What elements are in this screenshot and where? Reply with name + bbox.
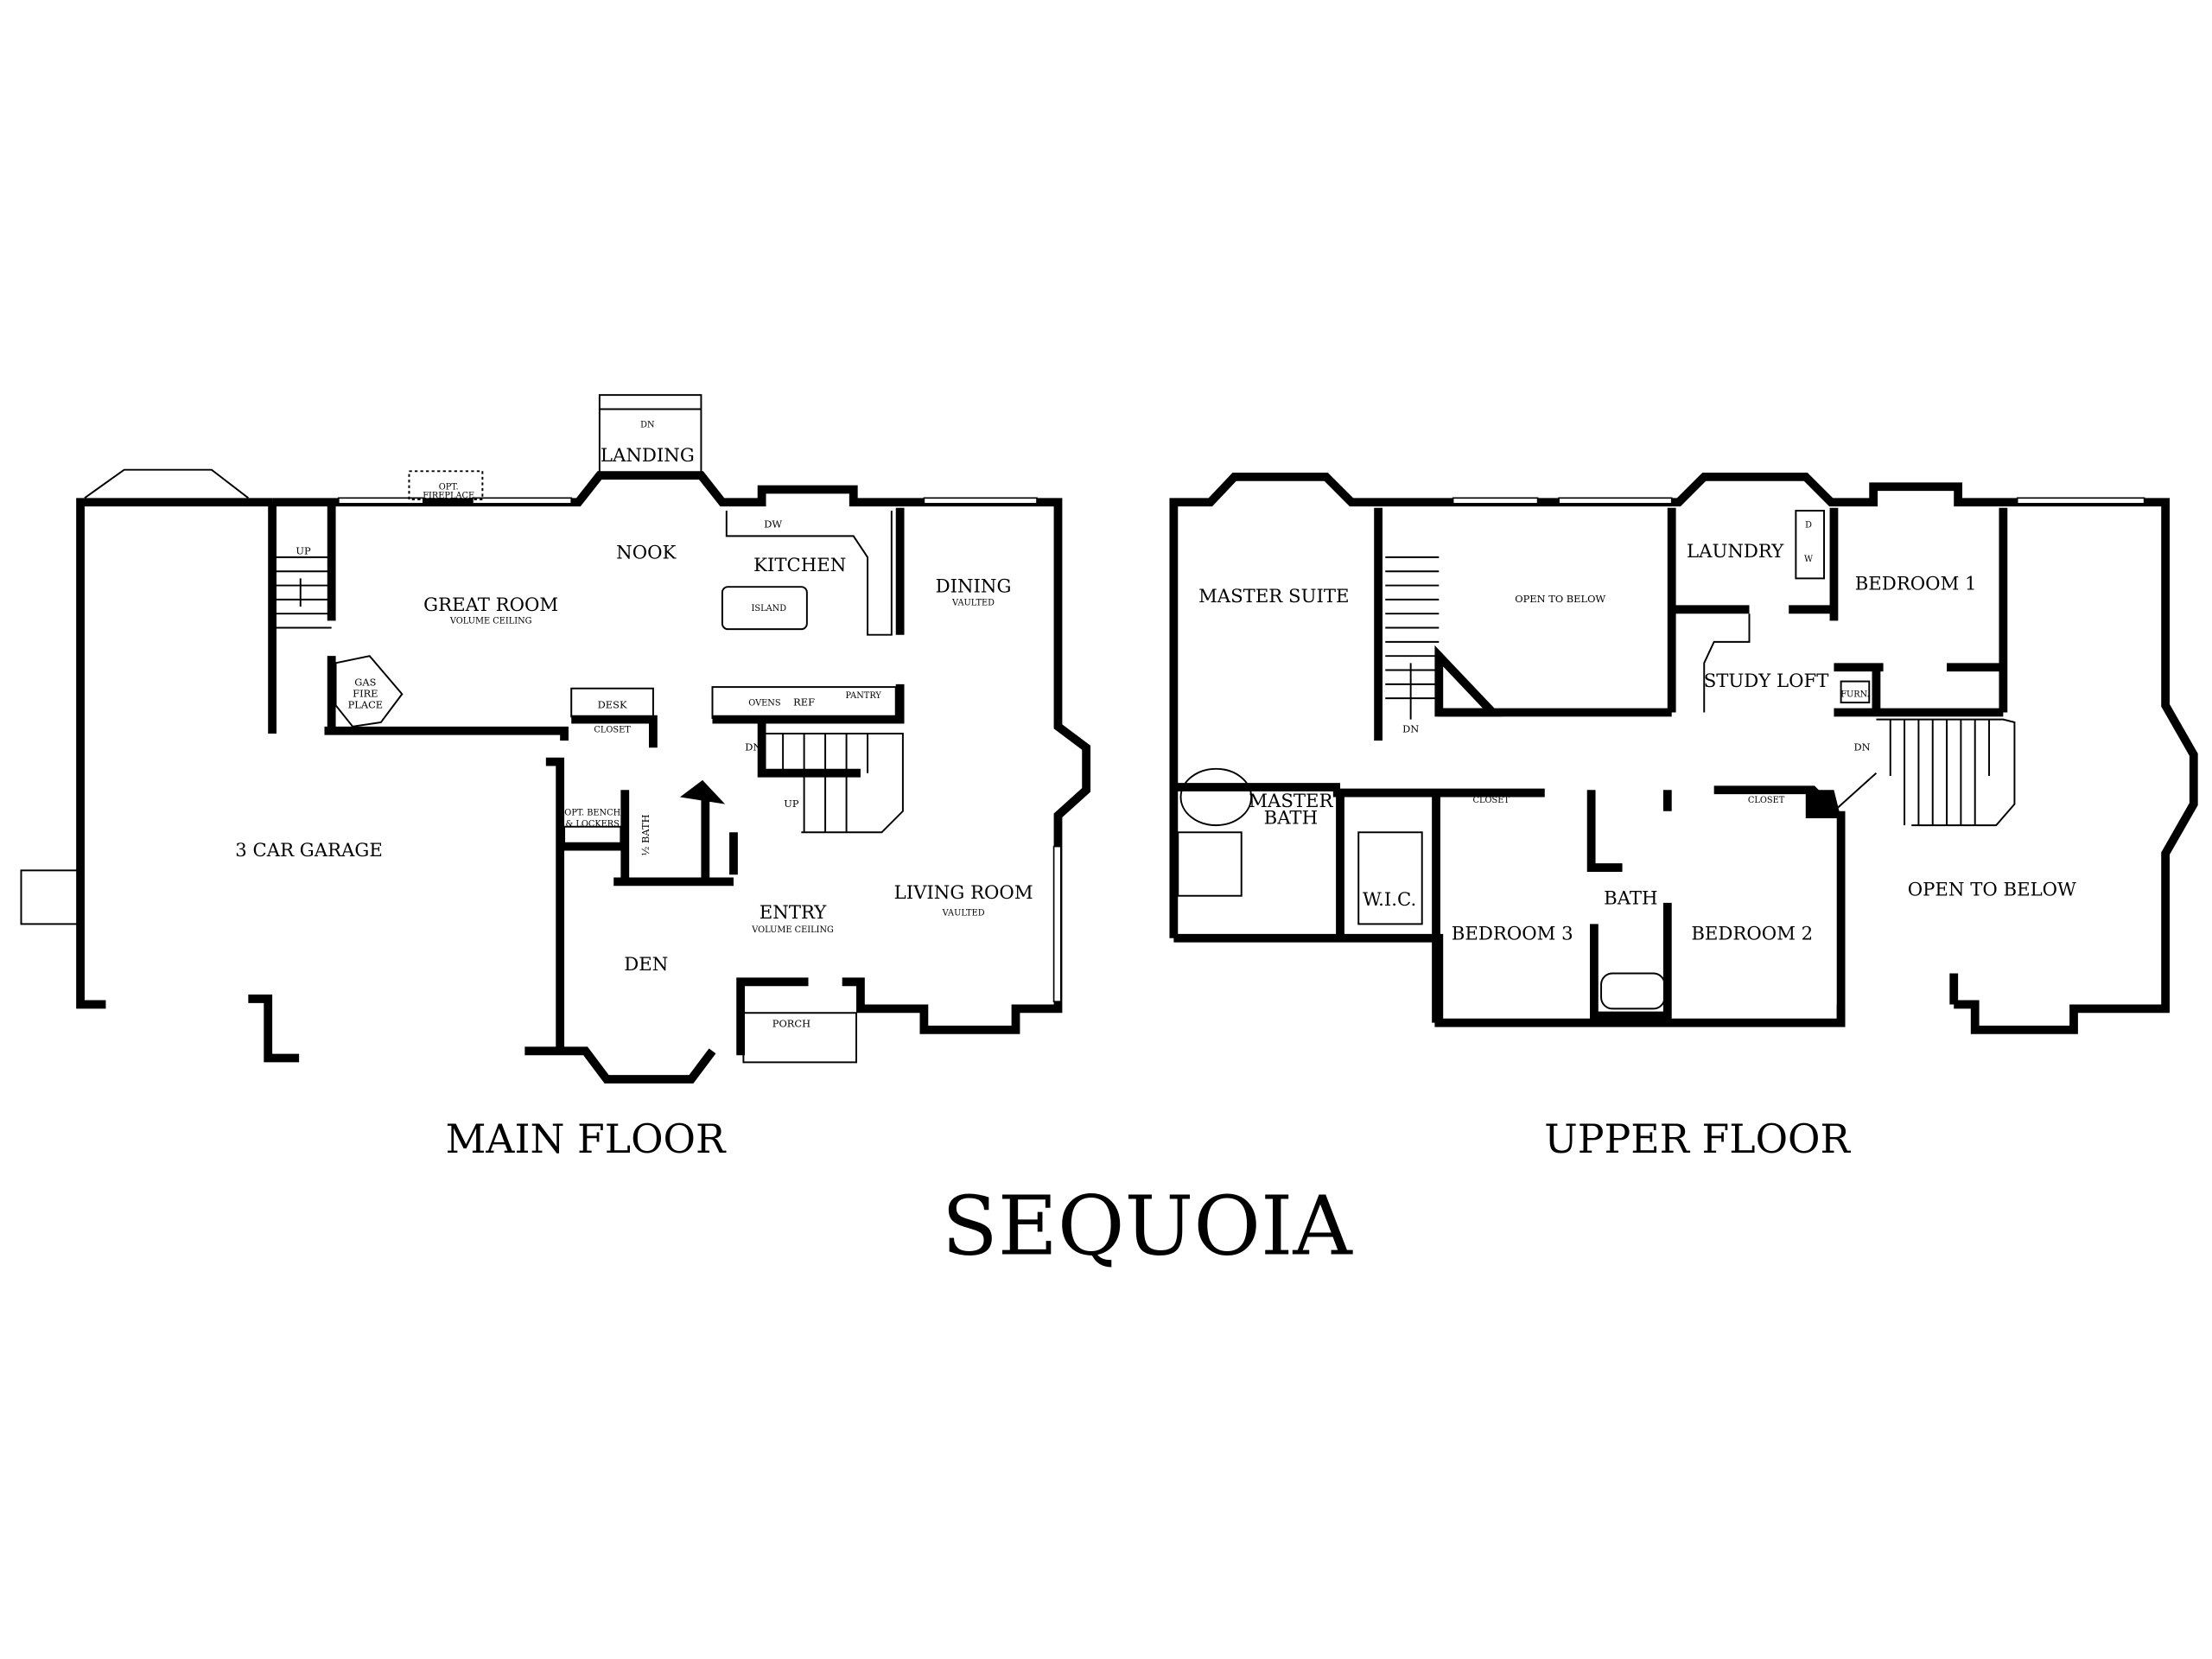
window-top [338,497,424,505]
bench-label: OPT. BENCH [564,809,620,818]
closet-label: CLOSET [594,725,631,734]
half-bath-label: ½ BATH [639,814,652,855]
upper-floor-plan [1169,472,2198,1034]
ovens-label: OVENS [748,698,780,708]
room-label-porch: PORCH [772,1018,810,1030]
room-label-great-room: GREAT ROOM [423,594,558,616]
ref-label: REF [793,696,815,708]
upper-floor-caption: UPPER FLOOR [1544,1116,1851,1162]
room-label-bath: BATH [1604,888,1657,910]
room-note-dining: VAULTED [951,598,995,607]
desk-label: DESK [598,699,627,711]
room-note-entry: VOLUME CEILING [751,925,834,935]
hall-tub [1600,972,1666,1010]
porch-box [742,1012,858,1064]
room-label-dining: DINING [936,576,1012,598]
room-label-landing: LANDING [601,445,695,467]
stair-dn-label: DN [745,741,761,753]
plan-title: SEQUOIA [942,1179,1353,1274]
upper-floor-labels: MASTER SUITE OPEN TO BELOW LAUNDRY D W B… [1198,521,2076,945]
window-living [1052,845,1062,1002]
room-label-kitchen: KITCHEN [753,555,846,576]
closet-corner [1805,790,1841,818]
room-label-nook: NOOK [616,543,677,564]
main-floor-caption: MAIN FLOOR [446,1116,727,1162]
master-tub [1179,767,1253,827]
room-note-great-room: VOLUME CEILING [449,617,532,626]
upper-interior-walls [1173,507,2008,1023]
furnace-label: FURN. [1840,690,1869,700]
gas-fireplace-label: GAS [354,676,376,688]
bench-lockers [563,825,622,845]
garage-walls [76,498,300,1063]
study-loft-rail [1703,613,1751,713]
kitchen-counter [725,511,893,636]
room-label-master-bath: MASTER [1249,791,1333,812]
room-label-garage: 3 CAR GARAGE [235,840,383,861]
window-upper [1452,497,1539,505]
main-floor-labels: 3 CAR GARAGE GREAT ROOM VOLUME CEILING N… [235,421,1033,1030]
stair-up-label: UP [296,545,311,557]
island [721,586,808,631]
master-shower [1177,831,1243,897]
main-stairs [761,733,904,834]
window-upper [1558,497,1673,505]
room-label-bedroom-1: BEDROOM 1 [1855,573,1977,594]
upper-stairs-left [1385,556,1440,720]
closet-label-2: CLOSET [1748,796,1785,805]
room-label-open-to-below: OPEN TO BELOW [1515,593,1605,605]
garage-side-door [20,869,82,925]
gas-fireplace-label-3: PLACE [348,699,384,711]
kitchen-appliances [711,686,897,719]
window-top [472,497,573,505]
gas-fireplace-label-2: FIRE [353,688,378,700]
room-label-bedroom-2: BEDROOM 2 [1691,923,1813,944]
washer-dryer [1795,510,1825,580]
stair-great-room [275,556,332,629]
pantry-label: PANTRY [846,691,882,701]
bench-label-2: & LOCKERS [566,820,620,830]
main-floor-plan [20,394,1091,1084]
room-label-laundry: LAUNDRY [1687,541,1784,563]
stair-dn-label-right: DN [1854,741,1871,753]
room-label-master-suite: MASTER SUITE [1198,586,1349,607]
room-label-den: DEN [624,954,668,976]
window-dining [923,497,1038,505]
opt-fireplace-label-2: FIREPLACE [423,491,474,500]
stair-dn-label-left: DN [1402,722,1419,734]
island-label: ISLAND [752,604,787,613]
furnace [1840,680,1871,704]
upper-exterior-walls [1169,472,2198,1034]
main-interior-walls [268,502,905,887]
room-label-wic: W.I.C. [1363,889,1416,911]
dishwasher-label: DW [764,518,782,531]
gas-fireplace [334,655,404,728]
stair-up-label-2: UP [784,798,799,810]
half-bath-roof [679,779,726,804]
room-label-bedroom-3: BEDROOM 3 [1452,923,1573,944]
garage-roof-outline [84,468,249,499]
window-upper [2016,497,2145,505]
room-label-master-bath-2: BATH [1264,807,1318,829]
washer-label: W [1804,555,1814,564]
desk-box [570,687,654,718]
landing-dn-label: DN [640,421,655,430]
room-note-living-room: VAULTED [942,909,985,918]
wic-rod [1357,831,1423,925]
room-label-living-room: LIVING ROOM [894,882,1033,904]
closet-label-1: CLOSET [1473,796,1510,805]
room-label-entry: ENTRY [760,902,828,924]
upper-stairs-right [1833,718,2016,827]
dryer-label: D [1805,521,1812,531]
open-below-triangle [1434,645,1503,717]
opt-fireplace-label: OPT. [439,483,459,493]
room-label-study-loft: STUDY LOFT [1704,671,1829,692]
landing-deck [598,394,702,477]
room-label-open-to-below-2: OPEN TO BELOW [1908,880,2076,901]
main-exterior-walls [272,471,1091,1084]
